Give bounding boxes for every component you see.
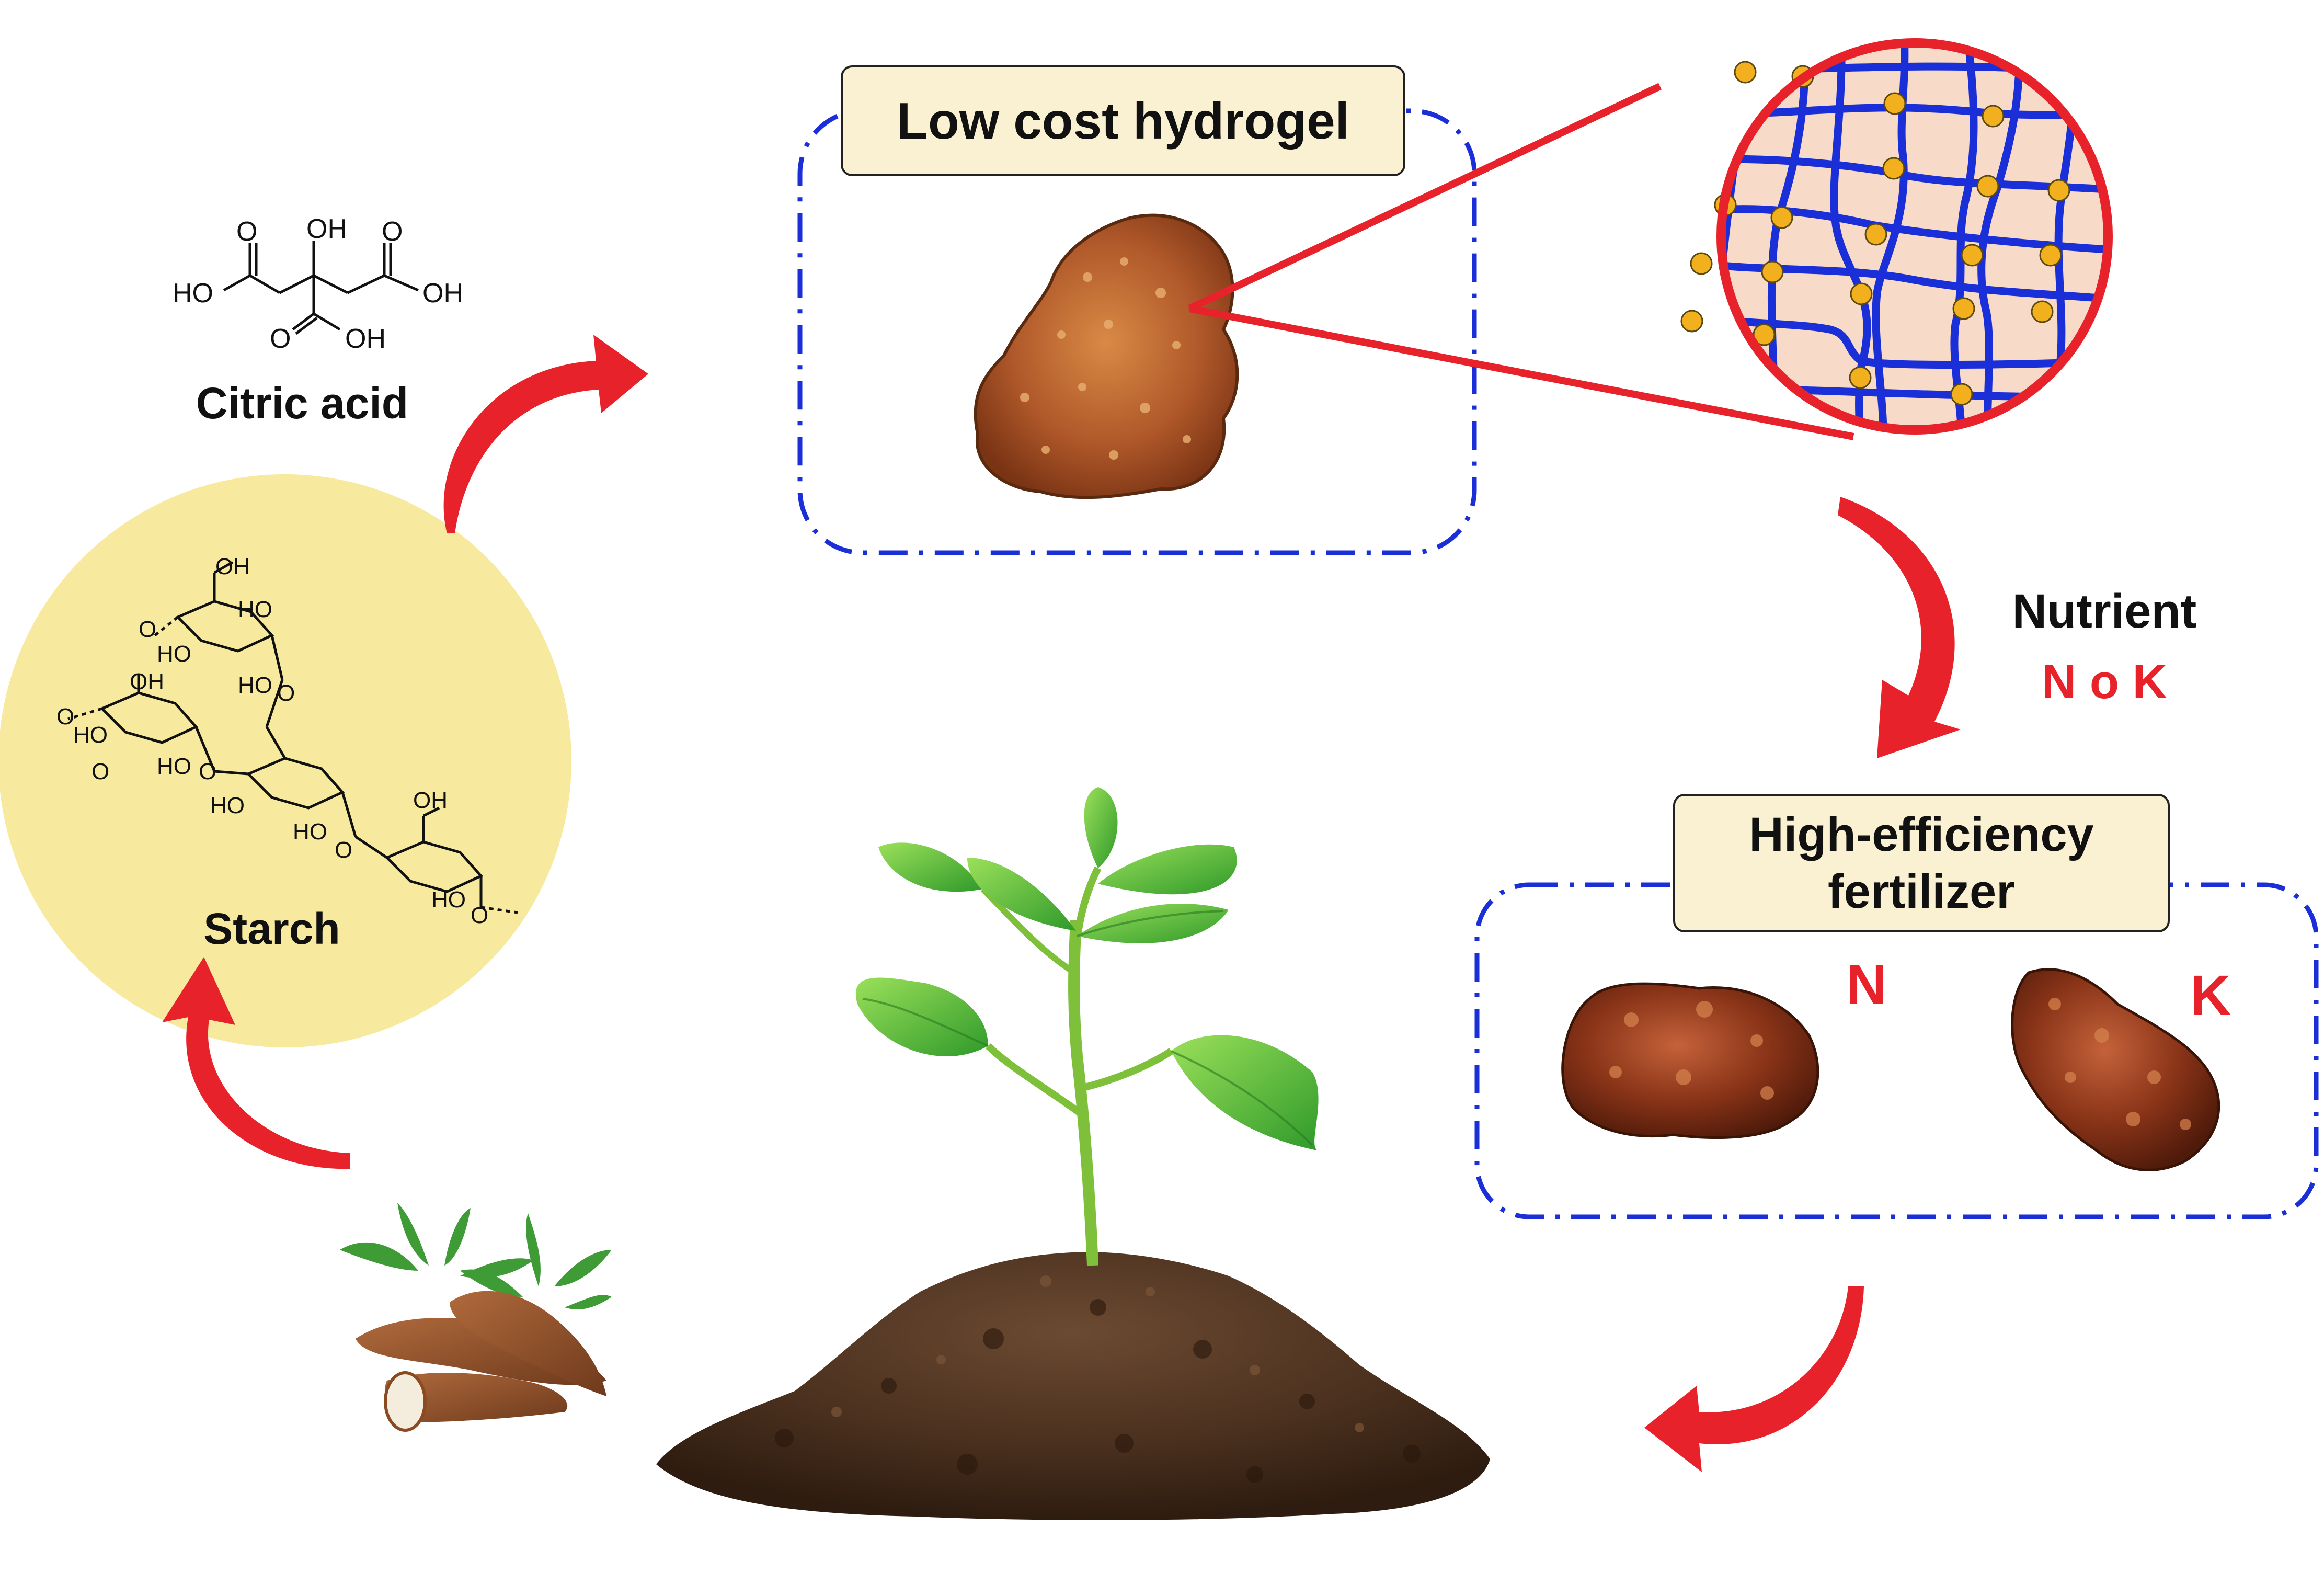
- citric-acid-atom-labels: O OH O HO OH O OH: [173, 214, 463, 354]
- starch-circle: [0, 474, 571, 1047]
- svg-text:O: O: [56, 704, 74, 729]
- red-arrows: [162, 335, 1961, 1472]
- fertilizer-label-n: N: [1846, 953, 1887, 1016]
- starch-label: Starch: [203, 904, 340, 953]
- arrow-cassava-to-starch: [162, 957, 350, 1169]
- plant: [855, 787, 1319, 1266]
- hydrogel-title-box: Low cost hydrogel: [841, 65, 1405, 176]
- fertilizer-granule-k: [2011, 968, 2220, 1171]
- hydrogel-dashed-box: [797, 108, 1477, 555]
- svg-text:HO: HO: [431, 887, 466, 913]
- fertilizer-dashed-box: [1474, 882, 2319, 1219]
- atom-oh-bottom: OH: [345, 324, 386, 354]
- svg-text:OH: OH: [215, 554, 250, 579]
- cassava: [340, 1203, 612, 1432]
- fertilizer-title-line2: fertilizer: [1828, 864, 2015, 918]
- starch-structure: [67, 561, 518, 914]
- hydrogel-title: Low cost hydrogel: [897, 92, 1349, 150]
- arrow-fertilizer-to-soil: [1644, 1286, 1864, 1472]
- svg-text:OH: OH: [130, 669, 164, 694]
- starch-atom-labels: OH HO HO O OH HO HO HO O HO O OH HO O HO…: [56, 554, 488, 928]
- atom-o-bottom: O: [270, 324, 291, 354]
- soil-mound: [656, 1252, 1490, 1520]
- fertilizer-title-line1: High-efficiency: [1749, 807, 2094, 861]
- svg-text:HO: HO: [210, 793, 245, 818]
- svg-text:HO: HO: [238, 597, 272, 622]
- svg-text:HO: HO: [157, 754, 191, 779]
- svg-text:O: O: [199, 759, 216, 784]
- atom-ho-left: HO: [173, 278, 213, 309]
- svg-text:HO: HO: [73, 722, 108, 748]
- atom-o-right: O: [382, 216, 403, 247]
- svg-text:HO: HO: [293, 819, 327, 845]
- atom-oh-right: OH: [422, 278, 463, 309]
- svg-text:O: O: [277, 680, 295, 706]
- arrow-starch-to-hydrogel: [443, 335, 648, 533]
- nutrient-label: Nutrient: [2012, 585, 2197, 638]
- svg-text:O: O: [139, 617, 156, 642]
- atom-oh-top: OH: [306, 214, 347, 244]
- svg-text:HO: HO: [157, 641, 191, 667]
- fertilizer-title-box: High-efficiency fertilizer: [1673, 794, 2170, 932]
- citric-acid-structure: [223, 241, 419, 335]
- hydrogel-piece: [974, 213, 1239, 499]
- fertilizer-label-k: K: [2190, 963, 2231, 1027]
- atom-o-left: O: [236, 216, 257, 247]
- svg-text:OH: OH: [413, 788, 448, 813]
- svg-text:O: O: [471, 903, 488, 928]
- network-zoom: [1680, 38, 2113, 435]
- svg-text:HO: HO: [238, 672, 272, 698]
- fertilizer-granule-n: [1561, 982, 1819, 1139]
- nutrient-elements: N o K: [2042, 655, 2167, 709]
- svg-text:O: O: [91, 759, 109, 784]
- arrow-hydrogel-to-fertilizer: [1838, 497, 1961, 758]
- citric-acid-label: Citric acid: [196, 379, 408, 428]
- svg-text:O: O: [335, 837, 352, 863]
- zoom-lines: [1188, 83, 1854, 440]
